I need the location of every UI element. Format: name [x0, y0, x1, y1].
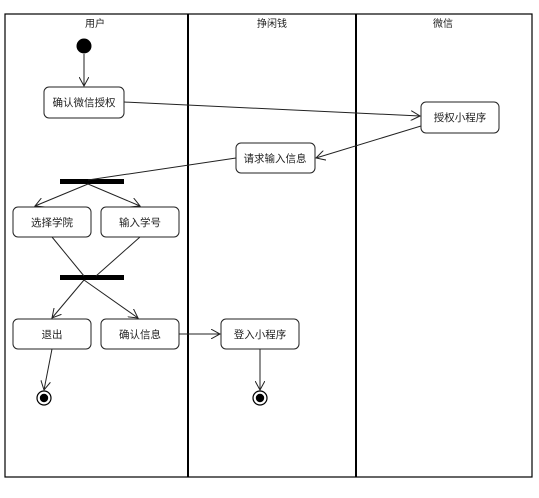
swimlane-title-app: 挣闲钱: [257, 17, 287, 30]
flow-arrow: [87, 157, 237, 181]
svg-text:登入小程序: 登入小程序: [234, 328, 287, 341]
action-request-input-info: 请求输入信息: [235, 142, 316, 174]
fork-bar: [60, 179, 124, 184]
flow-arrow: [44, 348, 53, 390]
svg-text:请求输入信息: 请求输入信息: [244, 152, 307, 165]
swimlane-title-user: 用户: [85, 17, 105, 30]
flow-arrow: [316, 125, 422, 158]
svg-text:退出: 退出: [42, 328, 63, 341]
join-bar: [60, 275, 124, 280]
flow-arrow: [83, 279, 138, 318]
svg-text:确认微信授权: 确认微信授权: [53, 96, 116, 109]
action-confirm-auth: 确认微信授权: [43, 86, 125, 119]
action-login-mini-program: 登入小程序: [220, 318, 300, 350]
flow-arrow: [87, 183, 140, 206]
flow-arrow: [52, 279, 85, 318]
action-input-student-id: 输入学号: [100, 206, 180, 238]
flow-arrow: [35, 183, 89, 206]
svg-text:输入学号: 输入学号: [119, 216, 161, 229]
svg-text:确认信息: 确认信息: [119, 328, 161, 341]
flow-arrow: [95, 236, 141, 277]
action-confirm-info: 确认信息: [100, 318, 180, 350]
flow-arrow: [51, 236, 85, 277]
final-node-app: [252, 390, 268, 406]
action-select-college: 选择学院: [12, 206, 92, 238]
flow-arrow: [123, 101, 420, 116]
final-node-user: [36, 390, 52, 406]
action-authorize-mini-program: 授权小程序: [420, 101, 500, 134]
action-exit: 退出: [12, 318, 92, 350]
initial-node: [76, 38, 92, 54]
swimlane-title-wechat: 微信: [433, 17, 453, 30]
svg-text:授权小程序: 授权小程序: [434, 111, 487, 124]
svg-text:选择学院: 选择学院: [31, 216, 73, 229]
swimlane-frame: [4, 13, 533, 478]
